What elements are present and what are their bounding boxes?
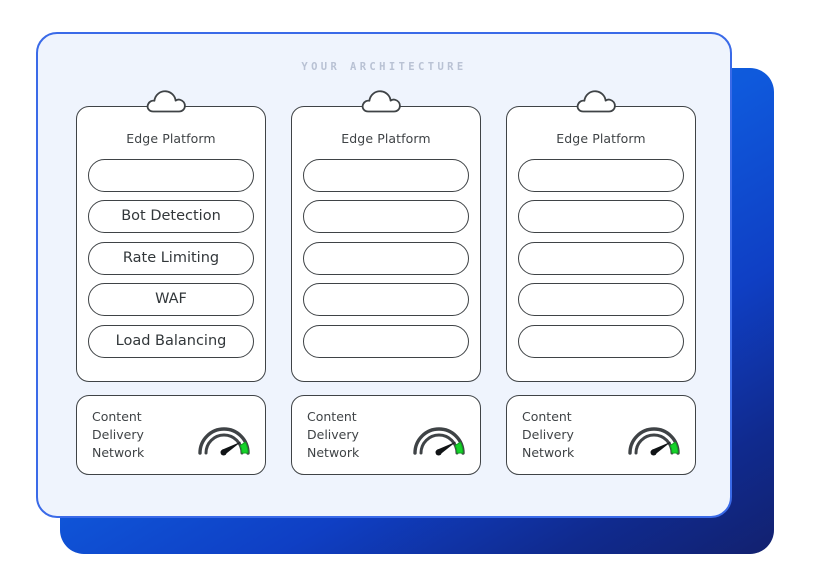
service-pill[interactable] — [303, 324, 469, 358]
cdn-label-line1: Content Delivery — [92, 409, 144, 443]
card-title: Edge Platform — [556, 131, 646, 146]
cdn-label-line2: Network — [522, 444, 575, 460]
page-title: YOUR ARCHITECTURE — [301, 61, 467, 73]
service-pill[interactable] — [518, 158, 684, 192]
service-pill[interactable] — [518, 241, 684, 275]
cloud-icon — [145, 87, 197, 117]
cdn-label: Content Delivery Network — [92, 408, 189, 461]
architecture-panel: YOUR ARCHITECTURE Edge Platform Bot Dete… — [36, 32, 732, 518]
speedometer-gauge-icon — [410, 412, 468, 458]
service-pill[interactable] — [518, 324, 684, 358]
columns-container: Edge Platform Bot Detection Rate Limitin… — [76, 90, 696, 475]
service-pill[interactable] — [88, 158, 254, 192]
service-pill-list: Bot Detection Rate Limiting WAF Load Bal… — [88, 158, 254, 358]
service-pill[interactable] — [303, 283, 469, 316]
cdn-label-line1: Content Delivery — [307, 409, 359, 443]
cdn-card[interactable]: Content Delivery Network — [76, 395, 266, 475]
architecture-column: Edge Platform Bot Detection Rate Limitin… — [76, 90, 266, 475]
service-pill[interactable] — [303, 241, 469, 275]
service-pill[interactable] — [303, 158, 469, 192]
service-pill-list — [303, 158, 469, 358]
cdn-label: Content Delivery Network — [307, 408, 404, 461]
edge-platform-card[interactable]: Edge Platform Bot Detection Rate Limitin… — [76, 90, 266, 382]
service-pill[interactable] — [303, 200, 469, 233]
architecture-column: Edge Platform Content Delivery Network — [506, 90, 696, 475]
service-pill-list — [518, 158, 684, 358]
service-pill[interactable]: WAF — [88, 283, 254, 316]
service-pill[interactable] — [518, 283, 684, 316]
cdn-label-line2: Network — [307, 444, 360, 460]
cdn-label-line2: Network — [92, 444, 145, 460]
cdn-label: Content Delivery Network — [522, 408, 619, 461]
cdn-card[interactable]: Content Delivery Network — [506, 395, 696, 475]
cloud-icon — [575, 87, 627, 117]
card-title: Edge Platform — [341, 131, 431, 146]
speedometer-gauge-icon — [625, 412, 683, 458]
speedometer-gauge-icon — [195, 412, 253, 458]
cloud-icon — [360, 87, 412, 117]
cdn-card[interactable]: Content Delivery Network — [291, 395, 481, 475]
service-pill[interactable]: Rate Limiting — [88, 241, 254, 275]
edge-platform-card[interactable]: Edge Platform — [506, 90, 696, 382]
service-pill[interactable] — [518, 200, 684, 233]
card-title: Edge Platform — [126, 131, 216, 146]
architecture-column: Edge Platform Content Delivery Network — [291, 90, 481, 475]
service-pill[interactable]: Bot Detection — [88, 200, 254, 233]
cdn-label-line1: Content Delivery — [522, 409, 574, 443]
service-pill[interactable]: Load Balancing — [88, 324, 254, 358]
edge-platform-card[interactable]: Edge Platform — [291, 90, 481, 382]
